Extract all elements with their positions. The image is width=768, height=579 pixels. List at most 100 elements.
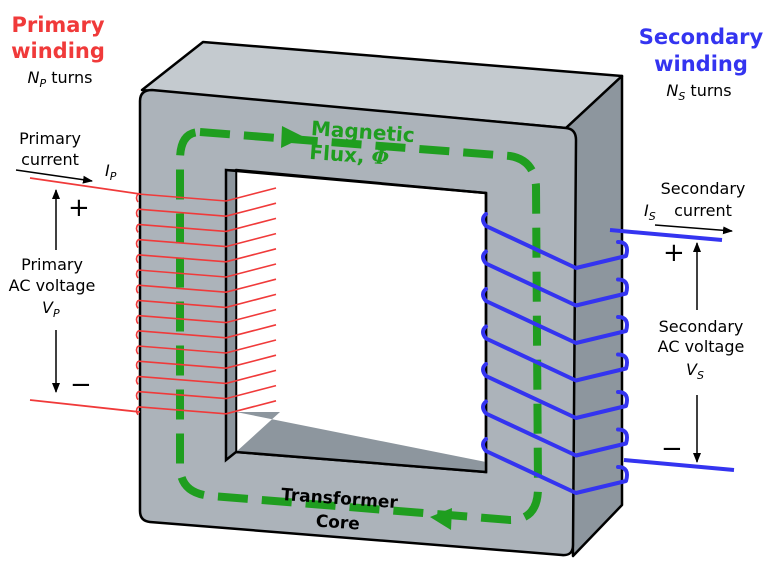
- primary-coil-turn: [137, 354, 277, 370]
- primary-current-symbol: IP: [105, 161, 117, 183]
- flux-loop: [176, 127, 543, 525]
- secondary-title-line2: winding: [654, 52, 748, 76]
- primary-current-line1: Primary: [19, 129, 81, 148]
- primary-winding-front: [135, 187, 277, 416]
- primary-coil-turn: [137, 202, 277, 218]
- secondary-current-arrow: [654, 224, 733, 235]
- primary-coil-turn: [137, 324, 277, 339]
- primary-voltage-line2: AC voltage: [8, 276, 96, 295]
- magnetic-flux-path: [176, 126, 543, 530]
- secondary-current-var: I: [644, 201, 649, 220]
- primary-coil-loop: [135, 223, 139, 233]
- primary-turns-sub: P: [39, 77, 47, 90]
- primary-voltage-var: V: [42, 298, 53, 317]
- primary-coil-loop: [135, 284, 139, 294]
- primary-lead-top: [29, 177, 141, 195]
- primary-coil-loop: [135, 208, 139, 218]
- secondary-coil-turn: [481, 249, 629, 308]
- primary-title-line1: Primary: [11, 13, 105, 37]
- primary-coil-loop: [135, 254, 139, 264]
- primary-voltage-symbol: VP: [42, 298, 60, 320]
- primary-coil-turn: [137, 217, 277, 233]
- secondary-lead-bottom: [623, 458, 735, 472]
- primary-coil-loop: [135, 345, 139, 355]
- primary-voltage-line1: Primary: [21, 255, 83, 274]
- primary-current-sub: P: [109, 170, 117, 183]
- primary-coil-turn: [137, 248, 277, 263]
- secondary-coil-turn: [481, 437, 629, 495]
- primary-turns-var: N: [27, 68, 40, 87]
- primary-turns-word: turns: [46, 68, 93, 87]
- secondary-voltage-label: Secondary AC voltage: [658, 317, 745, 357]
- secondary-voltage-var: V: [686, 360, 697, 379]
- secondary-title-line1: Secondary: [638, 25, 764, 49]
- primary-coil-loop: [135, 360, 139, 370]
- primary-turns-label: NP turns: [27, 68, 93, 90]
- secondary-coil-turn: [481, 287, 629, 345]
- secondary-minus-sign: −: [661, 434, 683, 464]
- flux-arrow-bottom: [430, 508, 452, 530]
- primary-coil-turn: [137, 400, 277, 415]
- secondary-turns-var: N: [666, 81, 679, 100]
- secondary-voltage-line1: Secondary: [658, 317, 744, 336]
- primary-coil-turn: [137, 339, 277, 354]
- primary-title-line2: winding: [11, 39, 105, 63]
- primary-minus-sign: −: [70, 370, 92, 400]
- flux-symbol: Φ: [370, 144, 390, 170]
- annotation-arrows: [15, 169, 733, 463]
- secondary-voltage-line2: AC voltage: [657, 337, 745, 356]
- primary-coil-turn: [137, 263, 277, 278]
- primary-coil-turn: [137, 384, 277, 400]
- primary-current-line2: current: [21, 150, 79, 169]
- primary-coil-loop: [135, 330, 139, 340]
- secondary-voltage-sub: S: [696, 369, 704, 382]
- primary-plus-sign: +: [68, 193, 90, 223]
- primary-coil-loop: [135, 375, 139, 385]
- primary-coil-loop: [135, 239, 139, 249]
- transformer-core-label: Transformer Core: [279, 483, 399, 539]
- secondary-coil-turn: [481, 362, 629, 420]
- flux-arrow-top: [281, 126, 304, 148]
- secondary-current-symbol: IS: [644, 201, 656, 223]
- primary-current-label: Primary current: [19, 128, 81, 170]
- secondary-current-line2: current: [674, 201, 732, 220]
- secondary-coil-turn: [481, 399, 629, 458]
- primary-voltage-sub: P: [52, 307, 60, 320]
- primary-coil-loop: [135, 315, 139, 325]
- core-line1: Transformer: [280, 484, 399, 514]
- secondary-coil-turn: [481, 212, 629, 270]
- primary-coil-turn: [137, 278, 277, 294]
- secondary-turns-sub: S: [678, 90, 686, 103]
- leads: [29, 177, 735, 472]
- core-window-outline: [224, 168, 488, 474]
- primary-coil-turn: [137, 293, 277, 309]
- primary-coil-loop: [135, 391, 139, 401]
- primary-coil-turn: [137, 369, 277, 385]
- core-line2: Core: [315, 511, 361, 535]
- primary-winding-title: Primary winding: [11, 12, 105, 64]
- primary-coil-loop: [135, 269, 139, 279]
- primary-current-var: I: [105, 161, 110, 180]
- flux-line2-word: Flux,: [308, 139, 366, 168]
- secondary-turns-label: NS turns: [666, 81, 732, 103]
- primary-coil-loop: [135, 193, 139, 203]
- secondary-plus-sign: +: [663, 238, 685, 268]
- secondary-current-label: Secondary current: [661, 178, 746, 222]
- primary-lead-bottom: [29, 399, 141, 413]
- secondary-winding-front: [481, 212, 629, 495]
- secondary-winding-title: Secondary winding: [639, 24, 763, 78]
- secondary-coil-turn: [481, 324, 629, 383]
- primary-coil-turn: [137, 232, 277, 248]
- primary-coil-turn: [137, 308, 277, 324]
- magnetic-flux-label: Magnetic Flux, Φ: [309, 116, 416, 171]
- secondary-current-line1: Secondary: [660, 179, 746, 198]
- secondary-current-sub: S: [648, 210, 656, 223]
- primary-coil-turn: [137, 187, 277, 202]
- primary-coil-loop: [135, 299, 139, 309]
- primary-current-arrow: [15, 169, 93, 184]
- secondary-voltage-symbol: VS: [686, 360, 704, 382]
- secondary-turns-word: turns: [685, 81, 732, 100]
- primary-voltage-label: Primary AC voltage: [9, 254, 96, 296]
